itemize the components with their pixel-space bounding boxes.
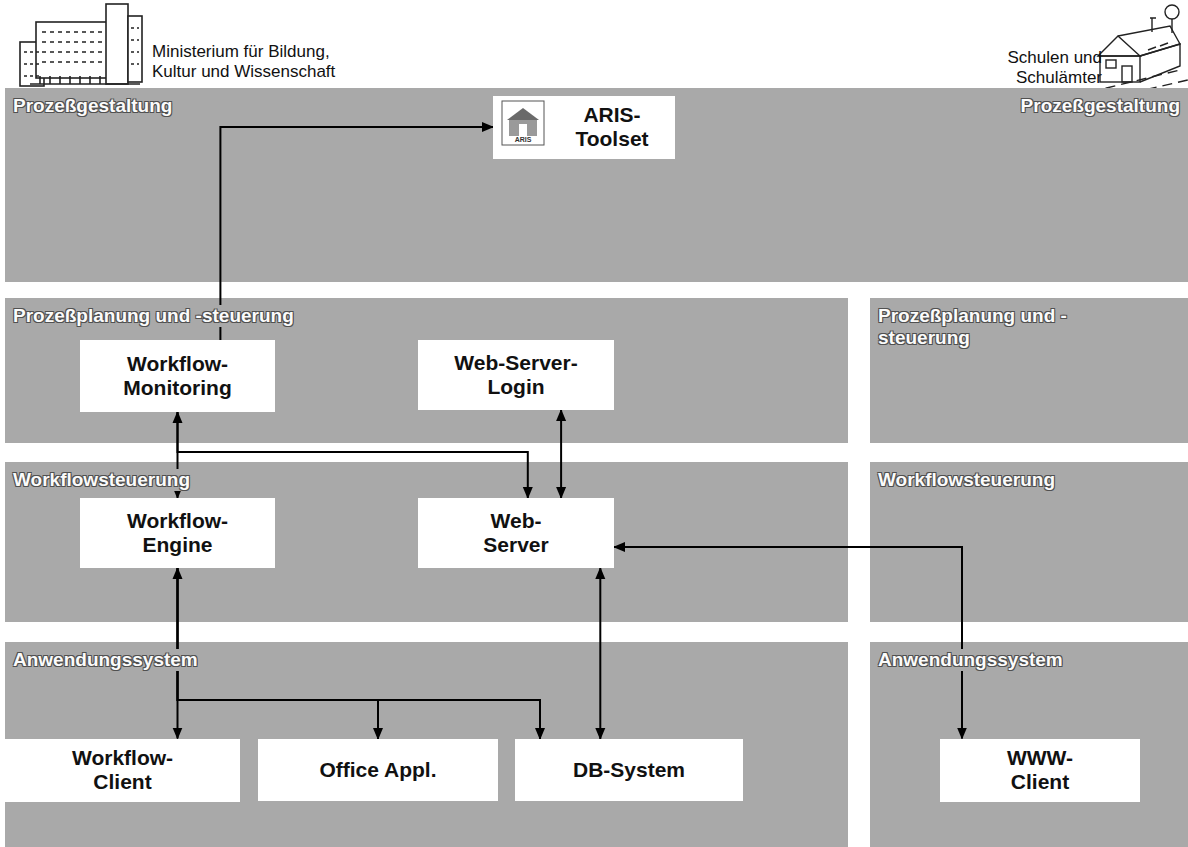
box-label: ARIS- Toolset	[562, 103, 662, 151]
logo-text: ARIS	[506, 136, 540, 144]
band-fill	[870, 642, 1188, 847]
band-label: Prozeßgestaltung	[10, 95, 175, 117]
box-label: Workflow- Monitoring	[113, 352, 243, 400]
band-label: Anwendungssystem	[875, 649, 1066, 671]
process-box: Web-Server- Login	[418, 340, 614, 410]
box-label: WWW- Client	[995, 746, 1085, 794]
layer-band: WorkflowsteuerungWorkflow- Engine Web- Se…	[5, 462, 848, 622]
band-fill	[870, 462, 1188, 622]
layer-band: Prozeßplanung und -steuerung	[870, 298, 1188, 443]
connector-arrow	[560, 410, 562, 498]
box-label: Workflow- Client	[60, 746, 185, 794]
site-label: Ministerium für Bildung, Kultur und Wiss…	[152, 42, 377, 83]
school-building	[1090, 5, 1188, 100]
band-fill	[5, 88, 1188, 282]
connector-arrow	[599, 568, 601, 739]
box-label: Workflow- Engine	[115, 509, 240, 557]
band-label: Workflowsteuerung	[875, 469, 1058, 491]
box-label: Web- Server	[471, 509, 561, 557]
connector-arrow	[178, 568, 541, 739]
ministry-building	[20, 4, 142, 86]
band-label: Workflowsteuerung	[10, 469, 193, 491]
process-box: Workflow- Engine	[80, 498, 275, 568]
layer-band: Workflowsteuerung	[870, 462, 1188, 622]
band-label: Prozeßplanung und -steuerung	[10, 305, 297, 327]
layer-band: Prozeßplanung und -steuerungWorkflow- Mo…	[5, 298, 848, 443]
band-label: Prozeßgestaltung	[1018, 95, 1183, 117]
layer-band: Prozeßgestaltung Prozeßgestaltung ARIS- To…	[5, 88, 1188, 282]
process-box: Workflow- Monitoring	[80, 340, 275, 412]
connector-arrow	[178, 568, 379, 739]
box-label: Web-Server- Login	[441, 351, 591, 399]
box-label: Office Appl.	[319, 758, 436, 782]
layer-band: AnwendungssystemWorkflow- Client Office A…	[5, 642, 848, 847]
connector-arrow	[178, 412, 528, 498]
process-box: Workflow- Client	[5, 739, 240, 802]
process-box: Web- Server	[418, 498, 614, 568]
band-fill	[5, 462, 848, 622]
band-label: Prozeßplanung und -steuerung	[875, 305, 1081, 349]
layer-band: AnwendungssystemWWW- Client	[870, 642, 1188, 847]
band-fill	[5, 298, 848, 443]
process-box: DB-System	[515, 739, 743, 801]
site-label: Schulen und Schulämter	[992, 48, 1102, 89]
process-box: Office Appl.	[258, 739, 498, 801]
band-label: Anwendungssystem	[10, 649, 201, 671]
band-fill	[870, 298, 1188, 443]
connector-arrow	[614, 547, 962, 739]
band-fill	[5, 642, 848, 847]
box-label: DB-System	[573, 758, 685, 782]
process-box: WWW- Client	[940, 739, 1140, 802]
process-box: ARIS- ToolsetARIS	[493, 96, 675, 159]
